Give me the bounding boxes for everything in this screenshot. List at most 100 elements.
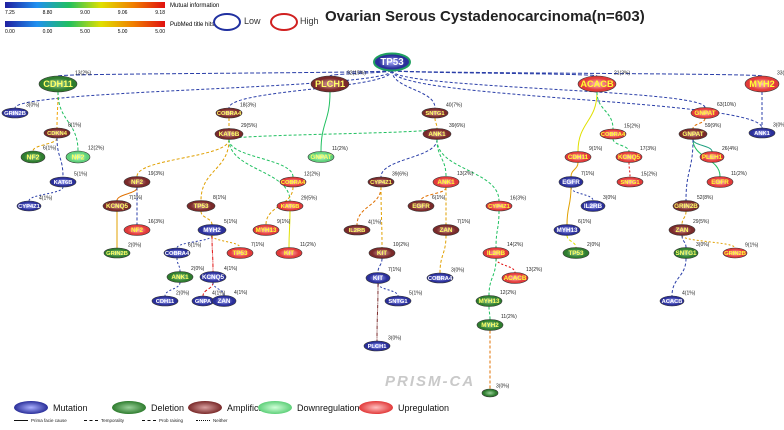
edge-TP53b-MYH2b bbox=[200, 211, 213, 225]
node-label: CYP4Z1 bbox=[488, 204, 511, 210]
node-count: 2(0%) bbox=[176, 291, 190, 297]
edge-MYH13c-TP53d bbox=[566, 235, 577, 248]
edge-EGFRb-MYH13c bbox=[566, 187, 572, 225]
edge-KAT6Bb-NF2c bbox=[136, 139, 230, 177]
node-label: MYH13 bbox=[478, 298, 500, 305]
edge-ANK1a-ANK1d bbox=[436, 139, 447, 177]
edge-TP53-GRIN2Ba bbox=[14, 70, 393, 109]
node-label: CDKN4 bbox=[47, 131, 68, 137]
node-tp53[interactable]: TP53 bbox=[373, 52, 411, 72]
node-count: 8(1%) bbox=[213, 195, 227, 201]
edge-GNPATb-GNPATc bbox=[692, 118, 706, 129]
node-ellipse bbox=[577, 75, 617, 93]
node-label: ZAN bbox=[218, 298, 231, 305]
node-label: CYP4Z1 bbox=[18, 204, 41, 210]
node-count: 4(1%) bbox=[224, 266, 238, 272]
node-xa[interactable]: 3(0%) bbox=[481, 384, 510, 398]
edge-CDH11a-CDKN4a bbox=[56, 91, 59, 129]
node-ellipse bbox=[367, 176, 395, 188]
node-count: 33(5%) bbox=[777, 71, 784, 77]
edge-legend-neither: Neither bbox=[196, 418, 228, 423]
edge-KAT6Bb-COBRA4c bbox=[228, 139, 294, 178]
edge-KITc-PLCH1b bbox=[376, 283, 379, 342]
node-label: ANK1 bbox=[437, 179, 455, 186]
node-count: 3(0%) bbox=[773, 123, 784, 129]
low-label: Low bbox=[244, 16, 261, 26]
node-label: MYH13 bbox=[556, 227, 578, 234]
edge-CDH11c-EGFRb bbox=[570, 162, 579, 177]
node-label: COBRA4 bbox=[217, 111, 242, 117]
pubmed-ticks: 0.00 0.00 5.00 5.00 5.00 bbox=[5, 29, 165, 35]
node-label: ACACB bbox=[662, 299, 683, 305]
edge-MYH2b-TP53c bbox=[211, 235, 241, 248]
dashdot-line-icon bbox=[142, 420, 156, 421]
mi-tick: 7.25 bbox=[5, 10, 15, 16]
